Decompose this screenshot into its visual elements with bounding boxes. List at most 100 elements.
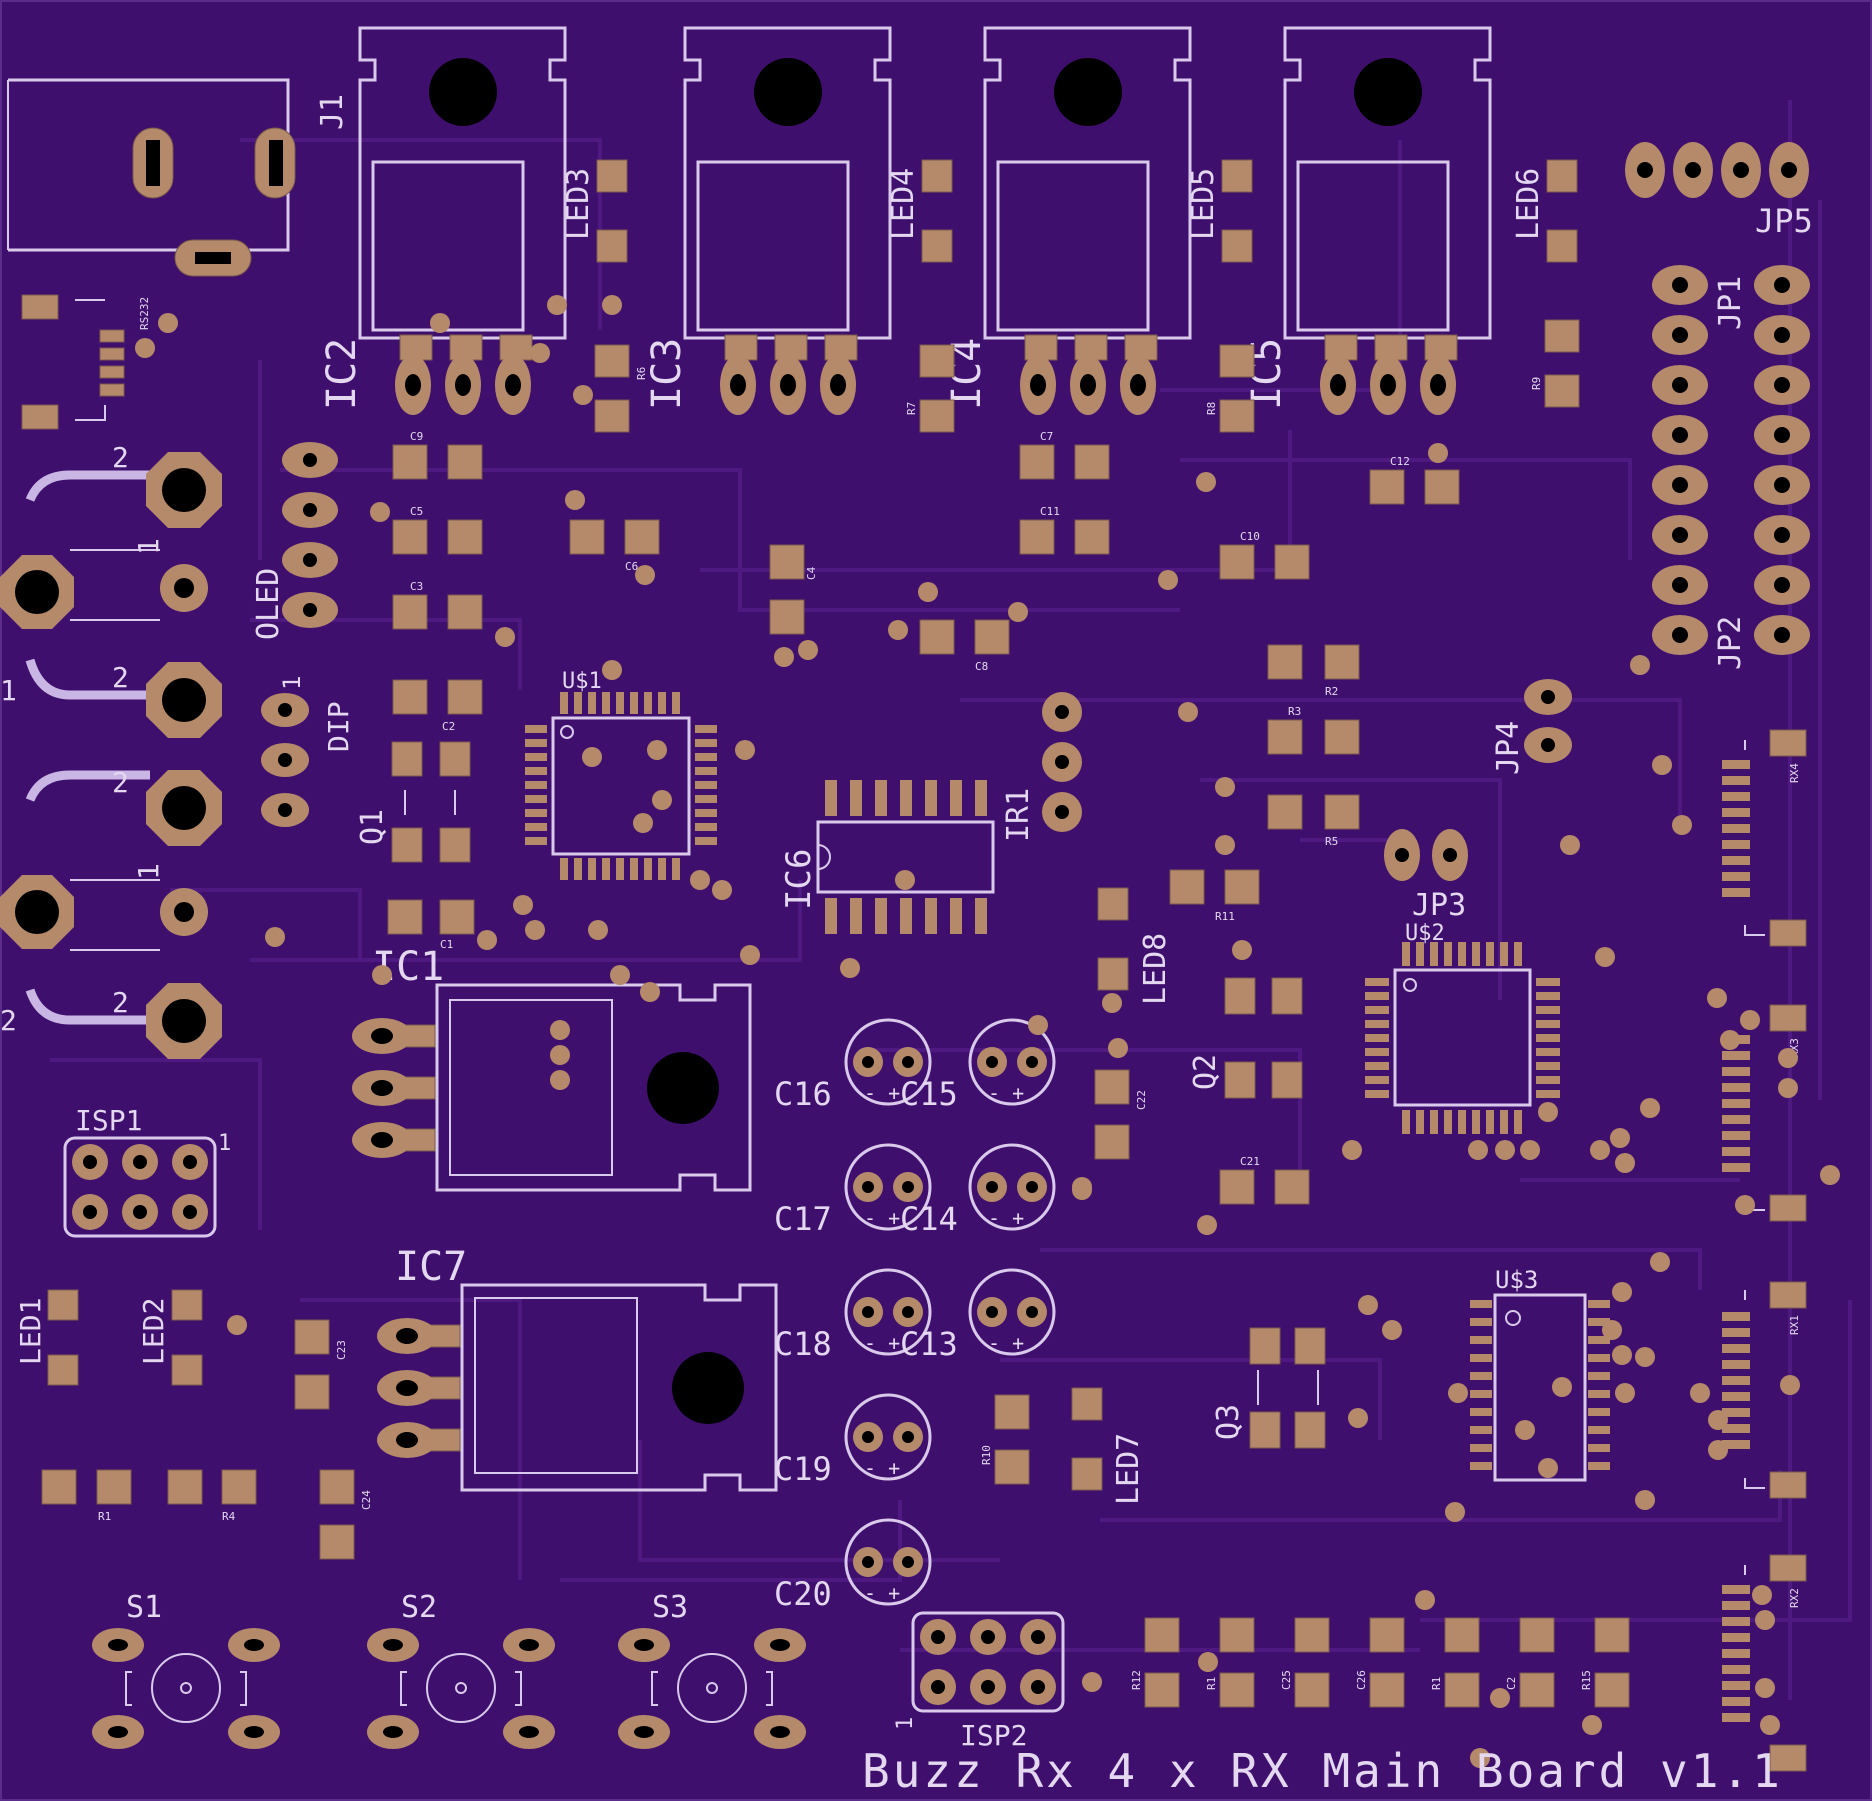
j1-power-jack: J1: [7, 78, 350, 277]
u1-label: U$1: [562, 669, 602, 694]
r6-label: R6: [635, 367, 648, 380]
s1-label: S1: [126, 1590, 162, 1625]
u2-chip: U$2: [1365, 921, 1560, 1134]
led7-group: R10 LED7: [980, 1387, 1146, 1505]
isp2-label: ISP2: [960, 1719, 1027, 1752]
c21-label: C21: [1240, 1155, 1260, 1168]
u3-chip: U$3: [1470, 1266, 1610, 1482]
jp3-header: JP3: [1384, 829, 1468, 923]
caps-mid: C22 C21: [1094, 1069, 1310, 1205]
ir1-label: IR1: [1001, 788, 1036, 842]
c24-label: C24: [360, 1490, 373, 1510]
board-title: Buzz Rx 4 x RX Main Board v1.1: [862, 1744, 1783, 1798]
switch-s3[interactable]: S3: [618, 1590, 806, 1749]
c19-label: C19: [774, 1450, 832, 1488]
c20-label: C20: [774, 1575, 832, 1613]
bottom-smd-row: R12 R1 C25 C26 R1 C2 R15: [1130, 1617, 1630, 1708]
c25-label: C25: [1280, 1670, 1293, 1690]
c17-label: C17: [774, 1200, 832, 1238]
c8-label: C8: [975, 660, 988, 673]
jp3-label: JP3: [1412, 888, 1466, 923]
oled-label: OLED: [251, 568, 286, 640]
led3-label: LED3: [561, 168, 596, 240]
ic2-regulator: IC2: [319, 26, 567, 415]
left-pin-label: 2: [112, 661, 129, 694]
ic3-regulator: IC3: [644, 26, 892, 415]
c5-label: C5: [410, 505, 423, 518]
jp5-header: JP5: [1625, 142, 1813, 240]
c23-label: C23: [335, 1340, 348, 1360]
switch-s2[interactable]: S2: [367, 1590, 555, 1749]
oled-header: OLED: [251, 442, 338, 640]
led6: LED6: [1511, 159, 1578, 263]
jp4-label: JP4: [1491, 721, 1526, 775]
q1-transistor: Q1: [355, 741, 471, 863]
c6-label: C6: [625, 560, 638, 573]
jp1-label: JP1: [1713, 276, 1748, 330]
c4-label: C4: [805, 566, 818, 580]
c13-polarity: - +: [988, 1331, 1024, 1355]
c2-label: C2: [442, 720, 455, 733]
c1-label: C1: [440, 938, 453, 951]
left-pin-label: 2: [112, 766, 129, 799]
isp2-header: ISP2 1: [893, 1611, 1065, 1752]
c14-label: C14: [900, 1200, 958, 1238]
c9-label: C9: [410, 430, 423, 443]
ic5-regulator: IC5: [1244, 26, 1492, 415]
r5-label: R5: [1325, 835, 1338, 848]
s2-label: S2: [401, 1590, 437, 1625]
left-pin-label: 2: [112, 986, 129, 1019]
u2-label: U$2: [1405, 921, 1445, 946]
switch-s1[interactable]: S1: [92, 1590, 280, 1749]
dip-switch: DIP 1: [261, 676, 355, 827]
rx1-label: RX1: [1788, 1315, 1801, 1335]
u1-mcu: U$1: [525, 669, 717, 880]
rx2-label: RX2: [1788, 1588, 1801, 1608]
rx4-label: RX4: [1788, 763, 1801, 783]
c18-polarity: - +: [864, 1331, 900, 1355]
c20-polarity: - +: [864, 1581, 900, 1605]
isp2-pin1-label: 1: [893, 1717, 918, 1730]
copper-traces: [50, 100, 1852, 1700]
c10-label: C10: [1240, 530, 1260, 543]
q3-label: Q3: [1211, 1404, 1246, 1440]
c19-polarity: - +: [864, 1456, 900, 1480]
rx2-connector: RX2: [1722, 1554, 1807, 1772]
c3-label: C3: [410, 580, 423, 593]
ic7-regulator: IC7: [377, 1244, 778, 1492]
caps-left: C9 C5 C3 C2 C1 C6 C4 C8 C7 C11 C10 C12: [387, 430, 1460, 951]
r4-label: R4: [222, 1510, 236, 1523]
r7-label: R7: [905, 402, 918, 415]
rx1-connector: RX1: [1722, 1281, 1807, 1499]
led2-label: LED2: [137, 1298, 170, 1365]
q2-transistor: Q2: [1188, 977, 1303, 1099]
left-pin-label: 2: [112, 441, 129, 474]
led4-label: LED4: [886, 168, 921, 240]
left-pin-label: 1: [132, 538, 165, 555]
led5-label: LED5: [1186, 168, 1221, 240]
led4: LED4: [886, 159, 953, 263]
led1-label: LED1: [14, 1298, 47, 1365]
c13-label: C13: [900, 1325, 958, 1363]
rs232-connector: RS232: [21, 294, 151, 430]
r1x-label: R1: [1205, 1677, 1218, 1690]
r2-label: R2: [1325, 685, 1338, 698]
ir1-receiver: IR1: [1001, 692, 1082, 842]
vias: [135, 295, 1840, 1768]
c17-polarity: - +: [864, 1206, 900, 1230]
q2-label: Q2: [1188, 1054, 1223, 1090]
j1-label: J1: [315, 94, 350, 130]
c16-label: C16: [774, 1075, 832, 1113]
isp1-label: ISP1: [75, 1104, 142, 1137]
isp1-pin1-label: 1: [218, 1131, 231, 1156]
c18-label: C18: [774, 1325, 832, 1363]
left-pin-label: 2: [0, 1004, 17, 1037]
q1-label: Q1: [355, 809, 390, 845]
jp5-label: JP5: [1755, 202, 1813, 240]
led3: LED3: [561, 159, 628, 263]
ic6-label: IC6: [779, 849, 819, 910]
c26-label: C26: [1355, 1670, 1368, 1690]
r12-label: R12: [1130, 1670, 1143, 1690]
